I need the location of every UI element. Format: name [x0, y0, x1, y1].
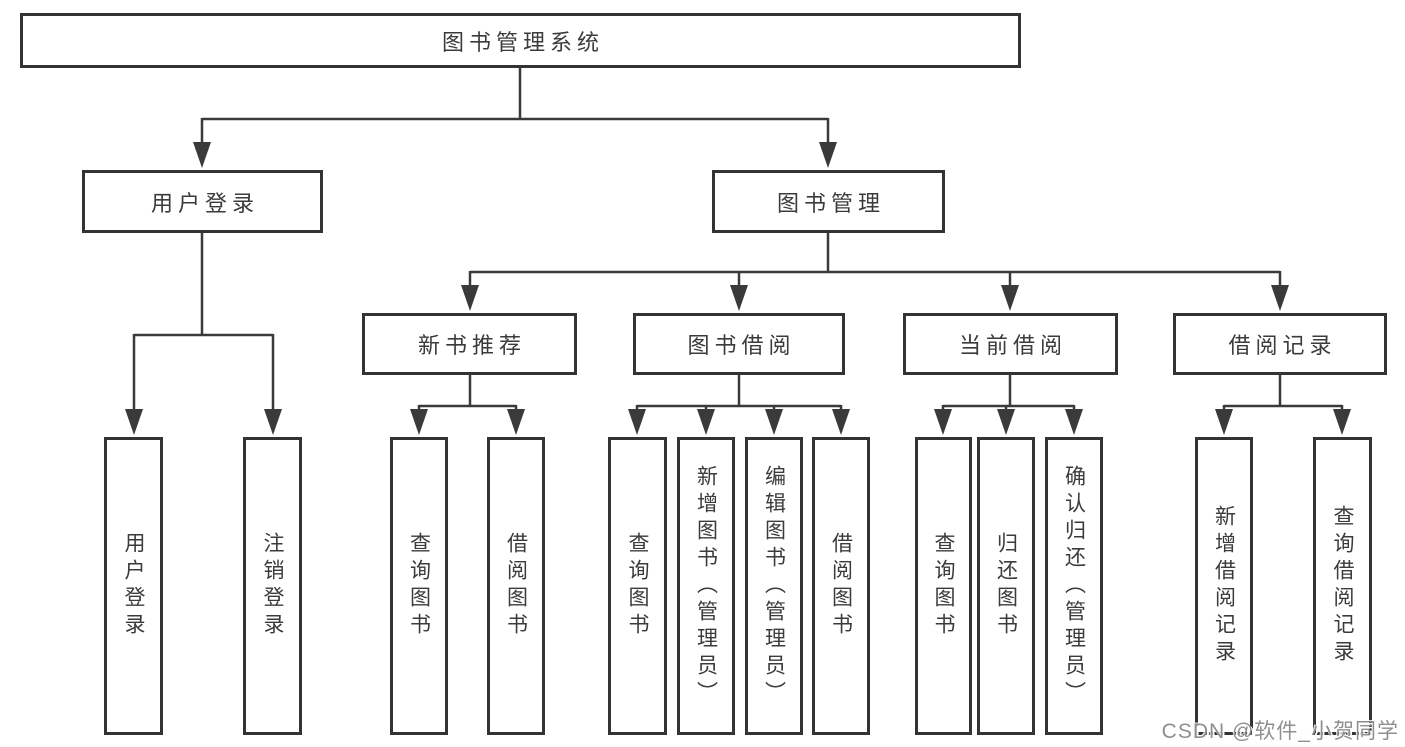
node-user-login-label: 用户登录: [150, 190, 259, 216]
leaf-add-borrow-record-label: 新增借阅记录: [1212, 505, 1236, 667]
leaf-add-books-admin-label: 新增图书（管理员）: [694, 464, 718, 708]
leaf-borrow-books-recommend: 借阅图书: [487, 437, 545, 735]
leaf-borrow-books: 借阅图书: [812, 437, 870, 735]
node-borrow-records: 借阅记录: [1173, 313, 1387, 375]
leaf-confirm-return-admin-label: 确认归还（管理员）: [1062, 464, 1086, 708]
leaf-query-books-recommend-label: 查询图书: [407, 532, 431, 640]
leaf-confirm-return-admin: 确认归还（管理员）: [1045, 437, 1103, 735]
leaf-user-login: 用户登录: [104, 437, 163, 735]
leaf-query-borrow-record: 查询借阅记录: [1313, 437, 1372, 735]
leaf-logout: 注销登录: [243, 437, 302, 735]
leaf-borrow-books-recommend-label: 借阅图书: [504, 532, 528, 640]
leaf-query-books-borrow-label: 查询图书: [626, 532, 649, 640]
node-current-borrow-label: 当前借阅: [958, 333, 1067, 358]
leaf-edit-books-admin: 编辑图书（管理员）: [745, 437, 803, 735]
leaf-edit-books-admin-label: 编辑图书（管理员）: [762, 464, 786, 708]
leaf-query-borrow-record-label: 查询借阅记录: [1331, 505, 1354, 667]
leaf-borrow-books-label: 借阅图书: [829, 532, 853, 640]
node-library-system: 图书管理系统: [20, 13, 1021, 68]
node-book-borrow: 图书借阅: [633, 313, 845, 375]
leaf-return-books-label: 归还图书: [994, 532, 1018, 640]
node-new-book-recommend-label: 新书推荐: [417, 333, 526, 358]
leaf-query-books-current-label: 查询图书: [932, 532, 955, 640]
node-current-borrow: 当前借阅: [903, 313, 1118, 375]
node-new-book-recommend: 新书推荐: [362, 313, 577, 375]
leaf-query-books-borrow: 查询图书: [608, 437, 667, 735]
tree-branches: [132, 67, 1344, 414]
node-book-management-label: 图书管理: [776, 190, 885, 216]
node-book-management: 图书管理: [712, 170, 945, 233]
leaf-query-books-current: 查询图书: [915, 437, 972, 735]
leaf-logout-label: 注销登录: [261, 532, 284, 640]
node-book-borrow-label: 图书借阅: [687, 333, 796, 358]
leaf-add-borrow-record: 新增借阅记录: [1195, 437, 1253, 735]
csdn-watermark: CSDN @软件_小贺同学: [1161, 720, 1399, 743]
node-user-login: 用户登录: [82, 170, 323, 233]
arrowheads: [125, 142, 1351, 435]
leaf-user-login-label: 用户登录: [122, 532, 145, 640]
leaf-return-books: 归还图书: [977, 437, 1035, 735]
leaf-add-books-admin: 新增图书（管理员）: [677, 437, 735, 735]
leaf-query-books-recommend: 查询图书: [390, 437, 448, 735]
node-borrow-records-label: 借阅记录: [1228, 333, 1337, 358]
node-library-system-label: 图书管理系统: [441, 29, 604, 55]
